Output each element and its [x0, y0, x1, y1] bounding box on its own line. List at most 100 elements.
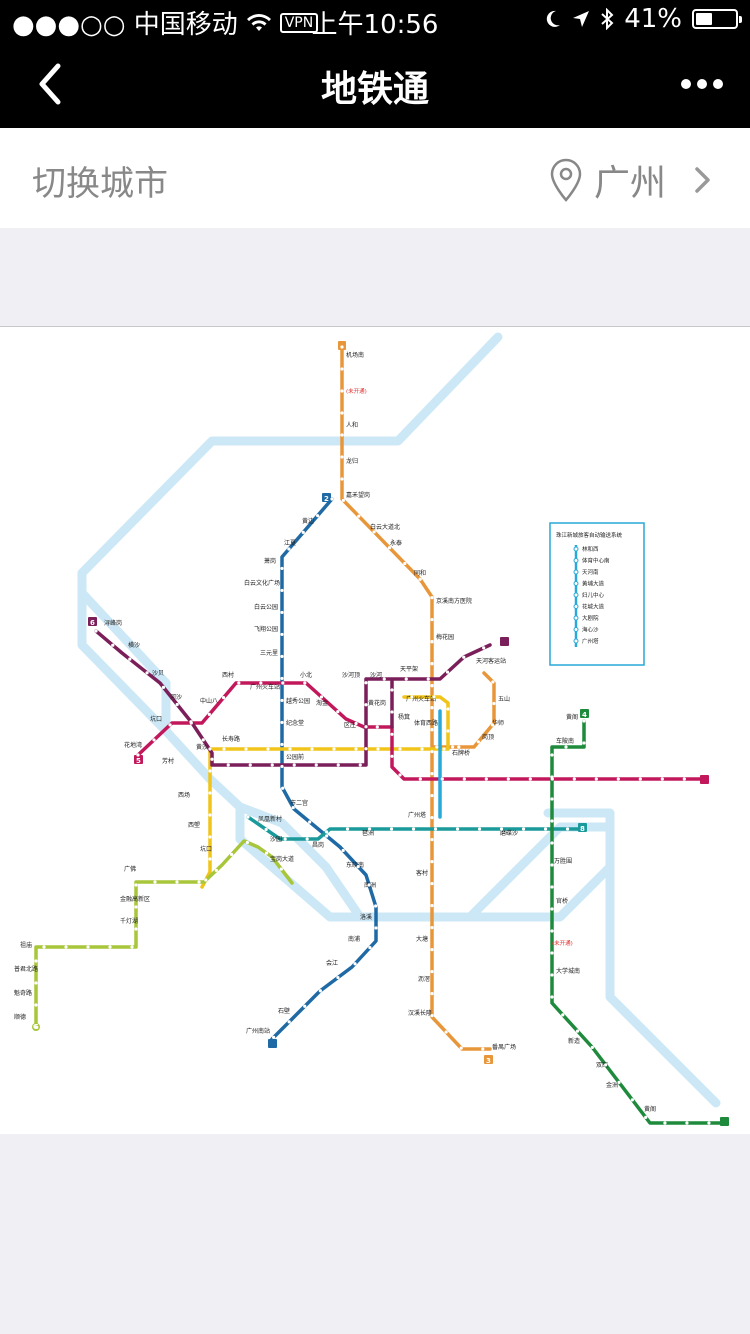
station-dot[interactable]	[340, 389, 344, 393]
station-dot[interactable]	[430, 1014, 434, 1018]
station-dot[interactable]	[435, 745, 439, 749]
station-dot[interactable]	[390, 754, 394, 758]
station-label[interactable]: 嘉禾望岗	[346, 491, 370, 499]
station-dot[interactable]	[543, 827, 548, 831]
station-dot[interactable]	[390, 688, 394, 692]
station-dot[interactable]	[291, 805, 295, 810]
station-dot[interactable]	[153, 880, 157, 884]
station-dot[interactable]	[280, 588, 284, 593]
station-dot[interactable]	[207, 712, 211, 716]
station-dot[interactable]	[390, 710, 394, 714]
station-dot[interactable]	[550, 995, 554, 999]
station-dot[interactable]	[430, 904, 434, 908]
station-dot[interactable]	[430, 926, 434, 930]
station-dot[interactable]	[376, 747, 380, 751]
station-dot[interactable]	[430, 970, 434, 974]
station-dot[interactable]	[375, 725, 379, 729]
station-label[interactable]: 白云大道北	[370, 523, 400, 531]
station-label[interactable]: 客村	[416, 869, 428, 877]
station-label[interactable]: 顺德	[14, 1013, 26, 1021]
station-dot[interactable]	[292, 763, 296, 767]
station-dot[interactable]	[617, 1080, 621, 1085]
station-label[interactable]: 萧岗	[264, 557, 276, 565]
station-dot[interactable]	[390, 732, 394, 736]
station-label[interactable]: 花地湾	[124, 741, 142, 749]
station-dot[interactable]	[410, 695, 414, 699]
station-dot[interactable]	[34, 1025, 38, 1029]
station-dot[interactable]	[301, 530, 305, 534]
station-dot[interactable]	[280, 764, 284, 769]
station-dot[interactable]	[201, 738, 205, 742]
station-dot[interactable]	[208, 835, 212, 839]
station-dot[interactable]	[440, 777, 444, 781]
station-dot[interactable]	[340, 345, 344, 349]
station-dot[interactable]	[316, 514, 320, 518]
station-dot[interactable]	[358, 763, 362, 767]
station-dot[interactable]	[134, 905, 138, 909]
station-label[interactable]: 越秀公园	[286, 697, 310, 705]
station-dot[interactable]	[189, 720, 193, 724]
station-dot[interactable]	[270, 763, 274, 767]
station-dot[interactable]	[411, 827, 416, 831]
station-dot[interactable]	[314, 763, 318, 767]
station-dot[interactable]	[287, 1020, 291, 1024]
station-label[interactable]: 机场南	[346, 351, 364, 359]
station-dot[interactable]	[324, 830, 329, 834]
station-dot[interactable]	[340, 411, 344, 415]
station-dot[interactable]	[630, 1098, 634, 1102]
station-dot[interactable]	[353, 962, 357, 966]
station-label[interactable]: 沙园	[270, 836, 282, 843]
station-dot[interactable]	[430, 772, 434, 776]
station-dot[interactable]	[245, 840, 249, 845]
station-dot[interactable]	[237, 681, 241, 685]
station-dot[interactable]	[136, 753, 140, 757]
station-label[interactable]: 杨箕	[398, 713, 410, 721]
station-dot[interactable]	[528, 777, 532, 781]
station-label[interactable]: 黄阁	[566, 713, 578, 721]
station-dot[interactable]	[418, 777, 422, 781]
station-label[interactable]: 横沙	[128, 641, 140, 649]
station-label[interactable]: 洛溪	[360, 913, 372, 921]
station-dot[interactable]	[492, 701, 496, 706]
metro-map[interactable]: 2 6 5 4 8 3 G 机场南 (未开通) 人和 龙归 嘉禾望岗 白云大道北	[0, 326, 750, 1134]
station-dot[interactable]	[264, 827, 268, 832]
station-dot[interactable]	[590, 1045, 594, 1050]
station-dot[interactable]	[430, 728, 434, 732]
station-dot[interactable]	[345, 827, 350, 831]
station-dot[interactable]	[368, 945, 372, 950]
station-dot[interactable]	[280, 632, 284, 637]
station-dot[interactable]	[280, 676, 284, 681]
station-dot[interactable]	[130, 945, 134, 949]
station-label[interactable]: 广州南站	[246, 1027, 270, 1035]
station-label[interactable]: 广州塔	[408, 811, 426, 819]
station-dot[interactable]	[477, 827, 482, 831]
station-label[interactable]: 纪念堂	[286, 719, 304, 727]
station-dot[interactable]	[685, 1121, 689, 1125]
station-label[interactable]: 普君北路	[14, 965, 38, 973]
station-dot[interactable]	[197, 880, 201, 884]
station-dot[interactable]	[340, 367, 344, 371]
station-dot[interactable]	[281, 786, 285, 790]
station-dot[interactable]	[175, 880, 179, 884]
station-dot[interactable]	[575, 1029, 580, 1033]
station-label[interactable]: 人和	[346, 421, 358, 429]
station-label[interactable]: 黄阁	[644, 1105, 656, 1113]
station-dot[interactable]	[430, 596, 434, 600]
station-label[interactable]: 飞翔公园	[254, 625, 278, 633]
station-label[interactable]: 黄花岗	[368, 699, 386, 707]
station-label[interactable]: 淘金	[316, 699, 328, 707]
station-label[interactable]: 车陂南	[556, 737, 574, 745]
station-dot[interactable]	[364, 703, 368, 707]
station-dot[interactable]	[387, 546, 392, 550]
station-dot[interactable]	[94, 629, 98, 633]
station-label[interactable]: 千灯湖	[120, 917, 138, 925]
station-dot[interactable]	[364, 681, 368, 685]
station-dot[interactable]	[550, 777, 554, 781]
station-dot[interactable]	[319, 695, 324, 699]
station-dot[interactable]	[175, 702, 179, 707]
station-dot[interactable]	[682, 777, 686, 781]
station-dot[interactable]	[208, 791, 212, 795]
more-dots-icon[interactable]	[678, 68, 726, 100]
station-label[interactable]: 京溪南方医院	[436, 597, 472, 605]
station-dot[interactable]	[281, 681, 285, 685]
